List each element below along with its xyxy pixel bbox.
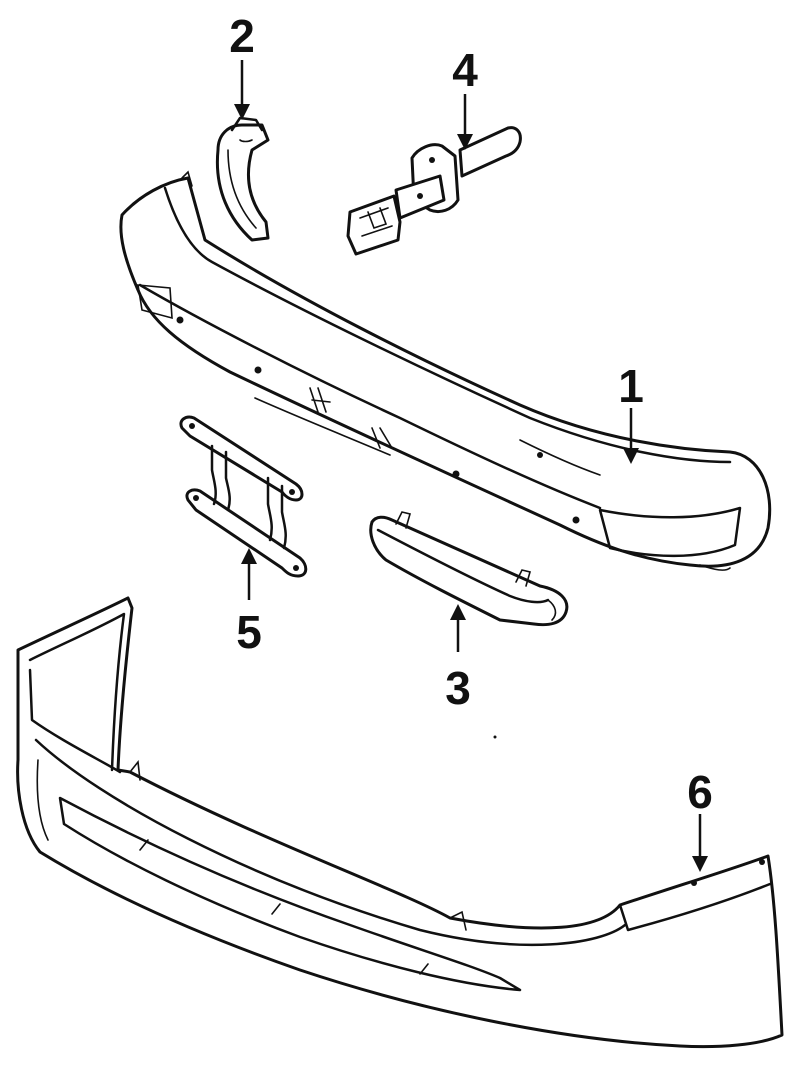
callout-1: 1 (618, 360, 644, 412)
bumper-face-bar (119, 170, 772, 571)
bumper-guard (369, 511, 569, 627)
arrowhead-6 (692, 856, 708, 872)
license-plate-bracket (179, 415, 308, 578)
mounting-bracket (215, 116, 270, 242)
arrowhead-2 (234, 104, 250, 120)
callout-4: 4 (452, 44, 478, 96)
arrowhead-1 (623, 448, 639, 464)
bumper-stud-assembly (346, 126, 522, 256)
leader-lines (234, 60, 708, 872)
callout-6: 6 (687, 766, 713, 818)
callout-5: 5 (236, 606, 262, 658)
arrowhead-3 (450, 604, 466, 620)
arrowhead-5 (241, 548, 257, 564)
callout-3: 3 (445, 662, 471, 714)
callout-2: 2 (229, 10, 255, 62)
callout-labels: 2 4 1 5 3 6 (229, 10, 713, 818)
arrowhead-4 (457, 134, 473, 150)
lower-valance (16, 596, 784, 1049)
